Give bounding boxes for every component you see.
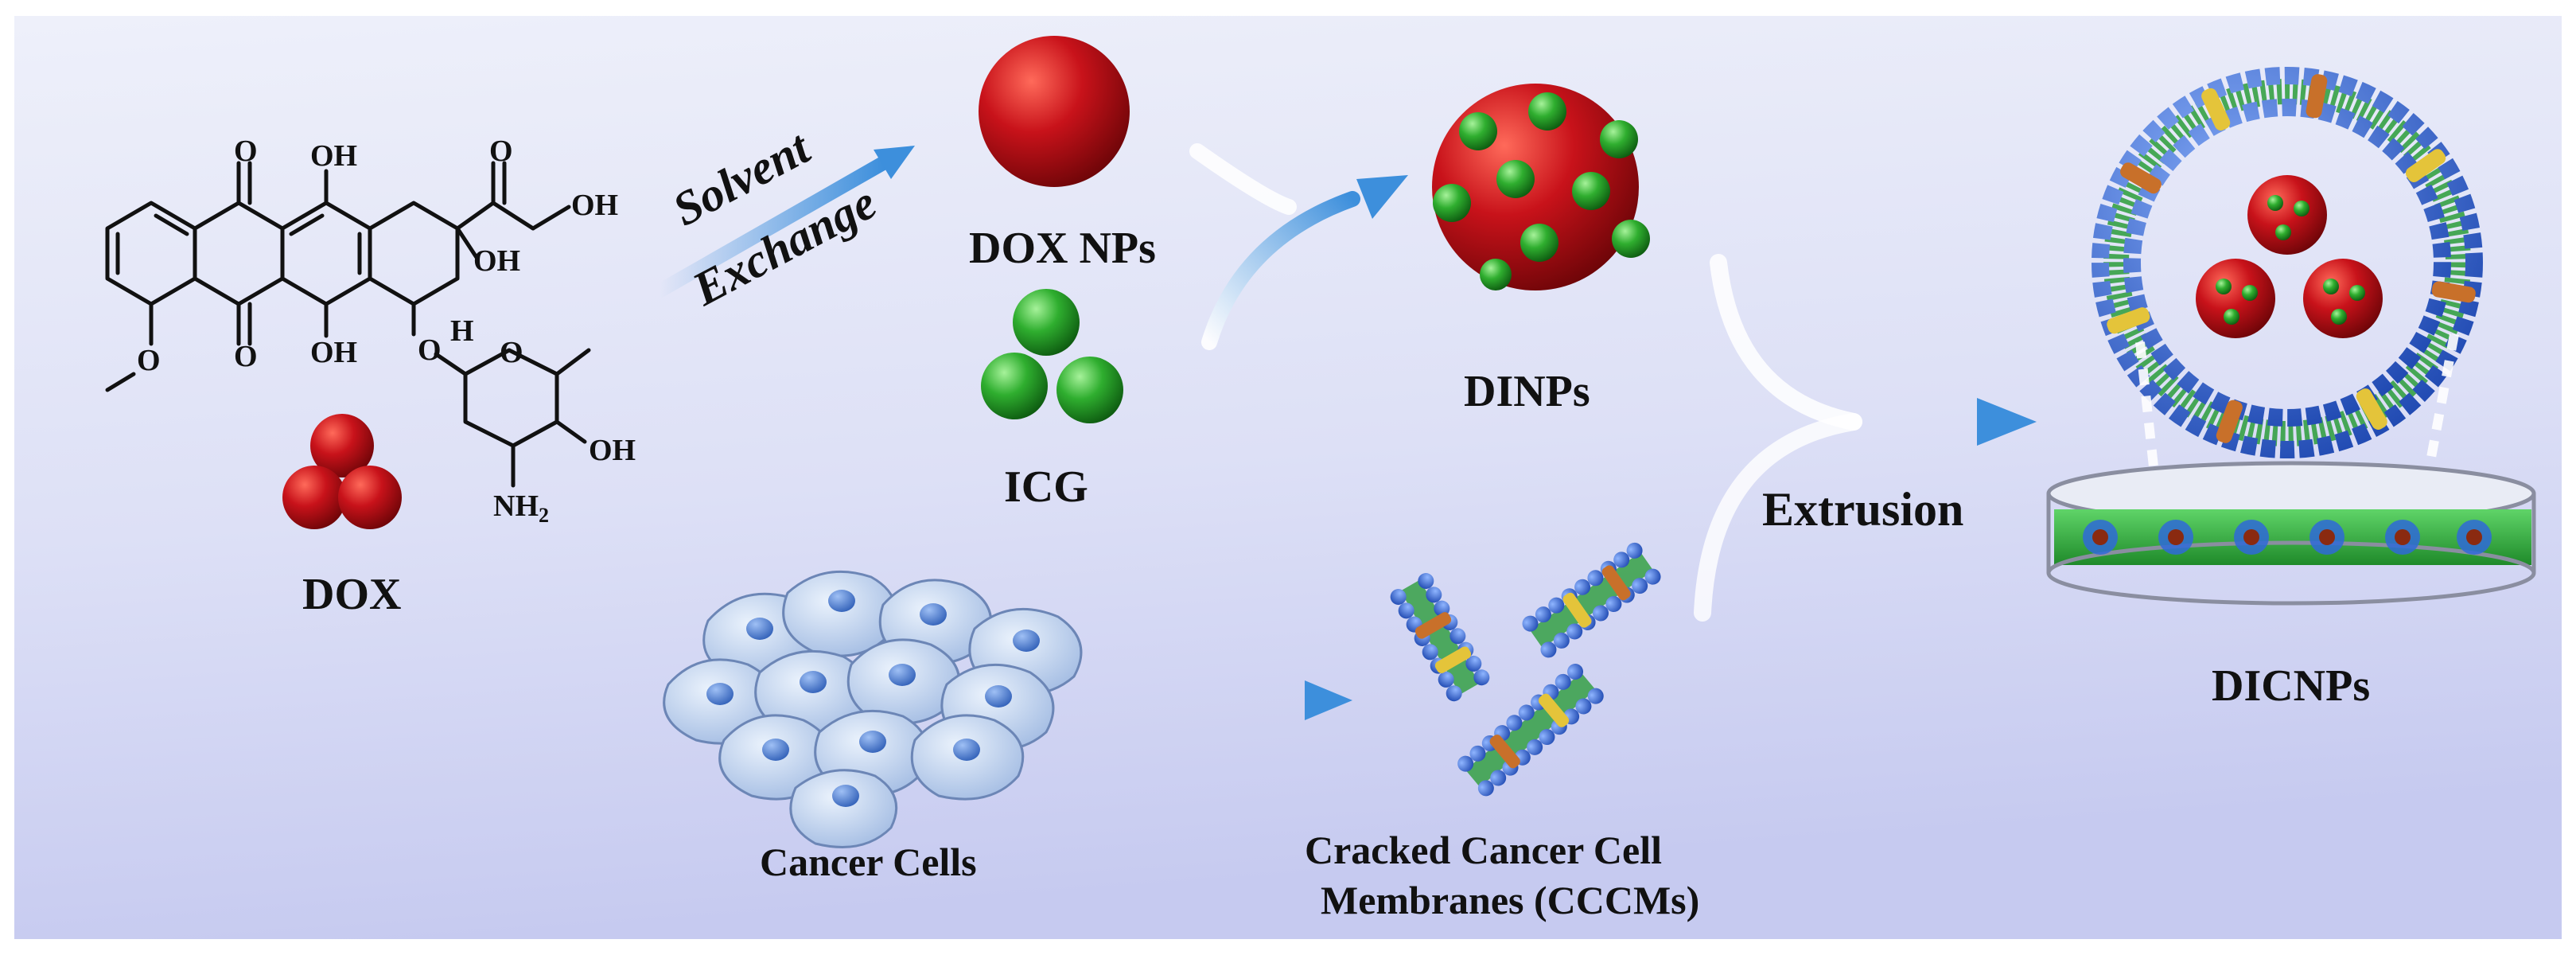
dox-atom-nh2: NH2 [493,489,549,527]
dox-atom-oh: OH [473,244,520,278]
solvent-exchange-arrow [653,146,915,298]
cracking-arrow [1106,680,1352,720]
dox-atom-o: O [489,134,513,168]
cccms-membrane-fragments [1390,542,1661,797]
cancer-cells-cluster [663,570,1083,848]
zoom-lines [2135,333,2459,527]
dox-atom-o: O [418,333,442,367]
dox-atom-oh: OH [310,336,357,369]
dox-atom-h: H [450,314,474,348]
cancer-cells-label: Cancer Cells [760,840,977,884]
extrusion-arrow [1694,254,2037,622]
dox-atom-o: O [234,340,258,373]
dox-atom-o: O [137,344,161,377]
dicnps-label: DICNPs [2212,661,2370,711]
dox-atom-o: O [234,134,258,168]
dinps-particle [1432,84,1650,290]
icg-label: ICG [1004,462,1088,512]
dox-chemical-structure [105,161,591,488]
dox-atom-oh: OH [589,434,636,467]
dox-atom-oh: OH [310,139,357,173]
extrusion-label: Extrusion [1762,483,1963,536]
dox-atom-o: O [500,336,523,369]
dox-atom-oh: OH [571,189,618,222]
dinps-label: DINPs [1464,367,1590,416]
dox-nps-label: DOX NPs [969,224,1156,273]
dicnps-particle [2092,67,2483,458]
icg-spheres [981,289,1123,423]
dox-molecule-spheres [282,414,402,529]
cccms-label-line1: Cracked Cancer Cell [1305,828,1662,872]
cccms-label-line2: Membranes (CCCMs) [1321,878,1699,922]
dox-nanoparticle-sphere [979,36,1130,187]
dox-label: DOX [302,570,401,619]
combine-arrow [1189,143,1408,350]
petri-dish [2046,461,2536,606]
